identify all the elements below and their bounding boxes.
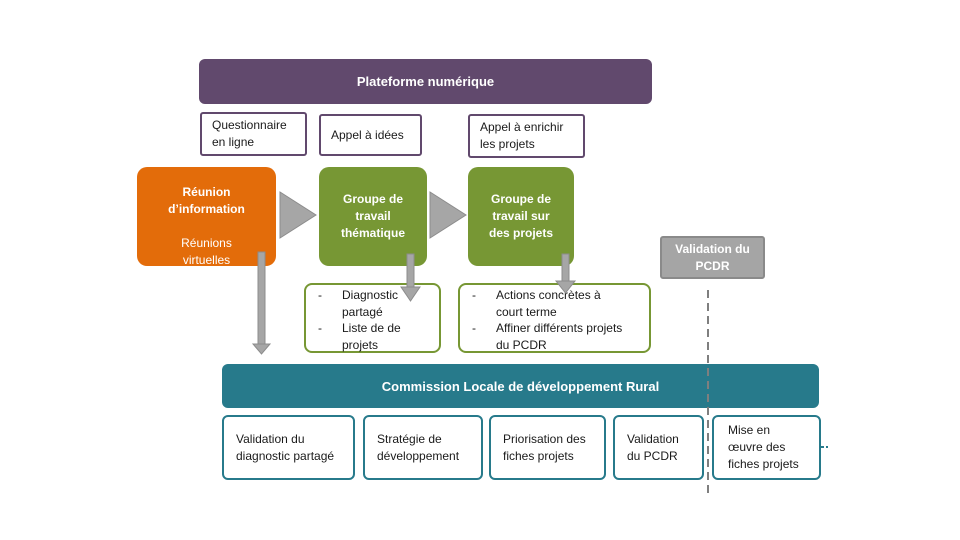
appel-idees-box: Appel à idées bbox=[319, 114, 422, 156]
list-item: Liste de de projets bbox=[318, 320, 439, 353]
platform-banner: Plateforme numérique bbox=[199, 59, 652, 104]
list-item: Diagnostic partagé bbox=[318, 287, 439, 320]
reunion-title: Réunion d’information bbox=[168, 185, 245, 216]
validation-pcdr-box: Validation du PCDR bbox=[660, 236, 765, 279]
step-validation-pcdr: Validation du PCDR bbox=[613, 415, 704, 480]
commission-banner: Commission Locale de développement Rural bbox=[222, 364, 819, 408]
down-arrow-thematique bbox=[400, 253, 421, 302]
step-priorisation: Priorisation des fiches projets bbox=[489, 415, 606, 480]
reunion-box: Réunion d’information Réunions virtuelle… bbox=[137, 167, 276, 301]
groupe-projets-label: Groupe de travail sur des projets bbox=[488, 192, 554, 240]
step-validation-diagnostic: Validation du diagnostic partagé bbox=[222, 415, 355, 480]
commission-title: Commission Locale de développement Rural bbox=[381, 378, 660, 394]
questionnaire-box: Questionnaire en ligne bbox=[200, 112, 307, 156]
step-strategie: Stratégie de développement bbox=[363, 415, 483, 480]
list-item: Affiner différents projets du PCDR bbox=[472, 320, 649, 353]
reunion-subtitle: Réunions virtuelles Forum des associatio… bbox=[173, 236, 240, 301]
appel-enrichir-box: Appel à enrichir les projets bbox=[468, 114, 585, 158]
step-mise-en-oeuvre: Mise en œuvre des fiches projets bbox=[712, 415, 821, 480]
groupe-projets-box: Groupe de travail sur des projets bbox=[468, 167, 574, 266]
list-item: Actions concrètes à court terme bbox=[472, 287, 649, 320]
appel-idees-label: Appel à idées bbox=[331, 127, 404, 142]
groupe-thematique-box: Groupe de travail thématique bbox=[319, 167, 427, 266]
projets-outputs: Actions concrètes à court terme Affiner … bbox=[458, 283, 651, 353]
triangle-arrow-2 bbox=[429, 191, 467, 239]
validation-pcdr-label: Validation du PCDR bbox=[675, 241, 750, 273]
groupe-thematique-label: Groupe de travail thématique bbox=[340, 192, 405, 240]
platform-title: Plateforme numérique bbox=[356, 74, 495, 89]
down-arrow-projets bbox=[554, 253, 577, 294]
thematique-outputs: Diagnostic partagé Liste de de projets bbox=[304, 283, 441, 353]
down-arrow-reunion bbox=[251, 251, 272, 355]
triangle-arrow-1 bbox=[279, 191, 317, 239]
